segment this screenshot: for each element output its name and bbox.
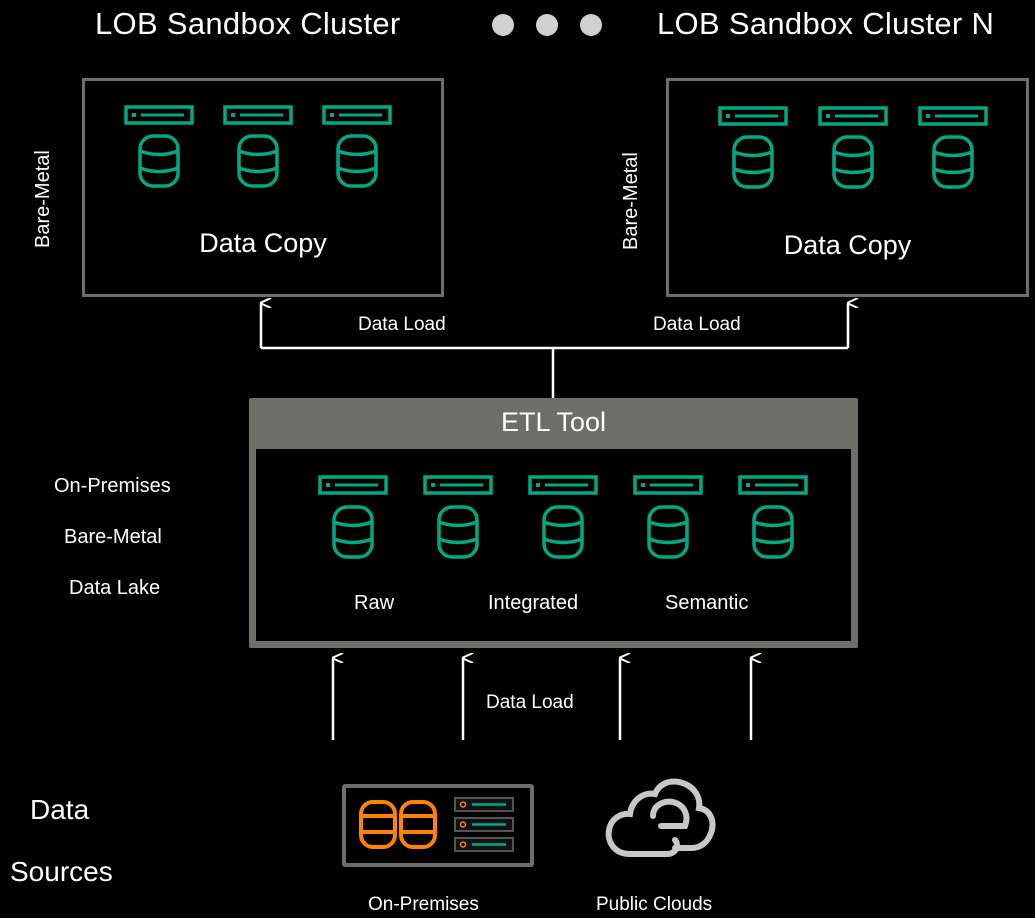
etl-icon-group — [318, 475, 808, 559]
database-icon — [336, 134, 378, 188]
server-icon — [423, 475, 493, 495]
cluster-right-icons — [666, 78, 1029, 297]
cluster-left-icon-group — [124, 105, 392, 188]
rack-unit-icon — [454, 837, 514, 852]
server-icon — [718, 106, 788, 126]
cluster-left-caption: Data Copy — [199, 228, 327, 258]
dot-icon — [580, 14, 602, 36]
orange-database-icon — [399, 800, 437, 849]
server-icon — [322, 105, 392, 125]
database-icon — [542, 505, 584, 559]
public-cloud-icon — [605, 778, 716, 857]
rack-unit-icon — [454, 797, 514, 812]
etl-tool-title: ETL Tool — [500, 407, 607, 437]
database-icon — [437, 505, 479, 559]
data-sources-label-line2: Sources — [10, 856, 113, 887]
cluster-title-left: LOB Sandbox Cluster — [95, 6, 401, 41]
server-icon — [633, 475, 703, 495]
cluster-title-right: LOB Sandbox Cluster N — [657, 6, 995, 41]
database-icon — [647, 505, 689, 559]
dot-icon — [536, 14, 558, 36]
data-load-label-bottom: Data Load — [486, 692, 574, 713]
database-icon — [832, 135, 874, 189]
data-lake-label-line3: Data Lake — [69, 577, 161, 599]
on-premises-label: On-Premises — [368, 894, 479, 915]
ellipsis-icon — [492, 14, 602, 36]
cluster-right-box — [666, 78, 1029, 297]
orange-database-icon — [359, 800, 397, 849]
data-load-label-left: Data Load — [358, 314, 446, 335]
server-icon — [318, 475, 388, 495]
dot-icon — [492, 14, 514, 36]
cluster-right-icon-group — [718, 106, 988, 189]
etl-zone-raw: Raw — [354, 592, 395, 614]
database-icon — [138, 134, 180, 188]
server-icon — [223, 105, 293, 125]
data-lake-label-line2: Bare-Metal — [64, 526, 162, 548]
server-icon — [918, 106, 988, 126]
on-premises-server-icon — [342, 784, 534, 867]
database-icon — [332, 505, 374, 559]
server-icon — [818, 106, 888, 126]
data-lake-label-line1: On-Premises — [54, 475, 171, 497]
database-icon — [932, 135, 974, 189]
data-sources-label-line1: Data — [30, 794, 90, 825]
data-load-label-right: Data Load — [653, 314, 741, 335]
public-clouds-label: Public Clouds — [596, 894, 713, 915]
database-icon — [237, 134, 279, 188]
server-icon — [528, 475, 598, 495]
server-icon — [738, 475, 808, 495]
on-premises-graphic — [359, 797, 514, 852]
cluster-left-icons — [82, 78, 444, 297]
rack-unit-icon — [454, 817, 514, 832]
etl-zone-integrated: Integrated — [488, 592, 579, 614]
database-icon — [752, 505, 794, 559]
cluster-right-caption: Data Copy — [783, 230, 912, 260]
etl-zone-semantic: Semantic — [665, 592, 749, 614]
cluster-left-box — [82, 78, 444, 297]
etl-tool-box: ETL Tool — [249, 398, 858, 648]
database-icon — [732, 135, 774, 189]
etl-tool-inner — [253, 446, 854, 644]
server-icon — [124, 105, 194, 125]
